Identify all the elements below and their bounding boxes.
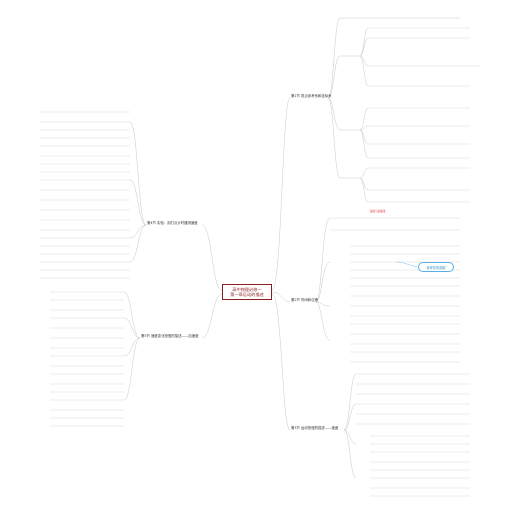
branch-bottom-right: 第3节 运动快慢的描述——速度 bbox=[291, 425, 339, 430]
side-tag[interactable]: 参考系的选取 bbox=[418, 262, 454, 272]
branch-left-upper: 第4节 实验：用打点计时器测速度 bbox=[147, 220, 198, 225]
central-topic[interactable]: 高中物理必修一 第一章运动的描述 bbox=[222, 284, 272, 300]
branch-top-right: 第1节 质点参考系和坐标系 bbox=[291, 93, 332, 98]
highlight-note: 速度与加速度 bbox=[370, 209, 386, 213]
connector-lines bbox=[40, 17, 480, 497]
central-topic-line2: 第一章运动的描述 bbox=[230, 292, 264, 297]
branch-left-lower: 第5节 速度变化快慢的描述——加速度 bbox=[141, 333, 199, 338]
branch-mid-right: 第2节 时间和位移 bbox=[291, 297, 319, 302]
central-topic-line1: 高中物理必修一 bbox=[232, 287, 262, 292]
